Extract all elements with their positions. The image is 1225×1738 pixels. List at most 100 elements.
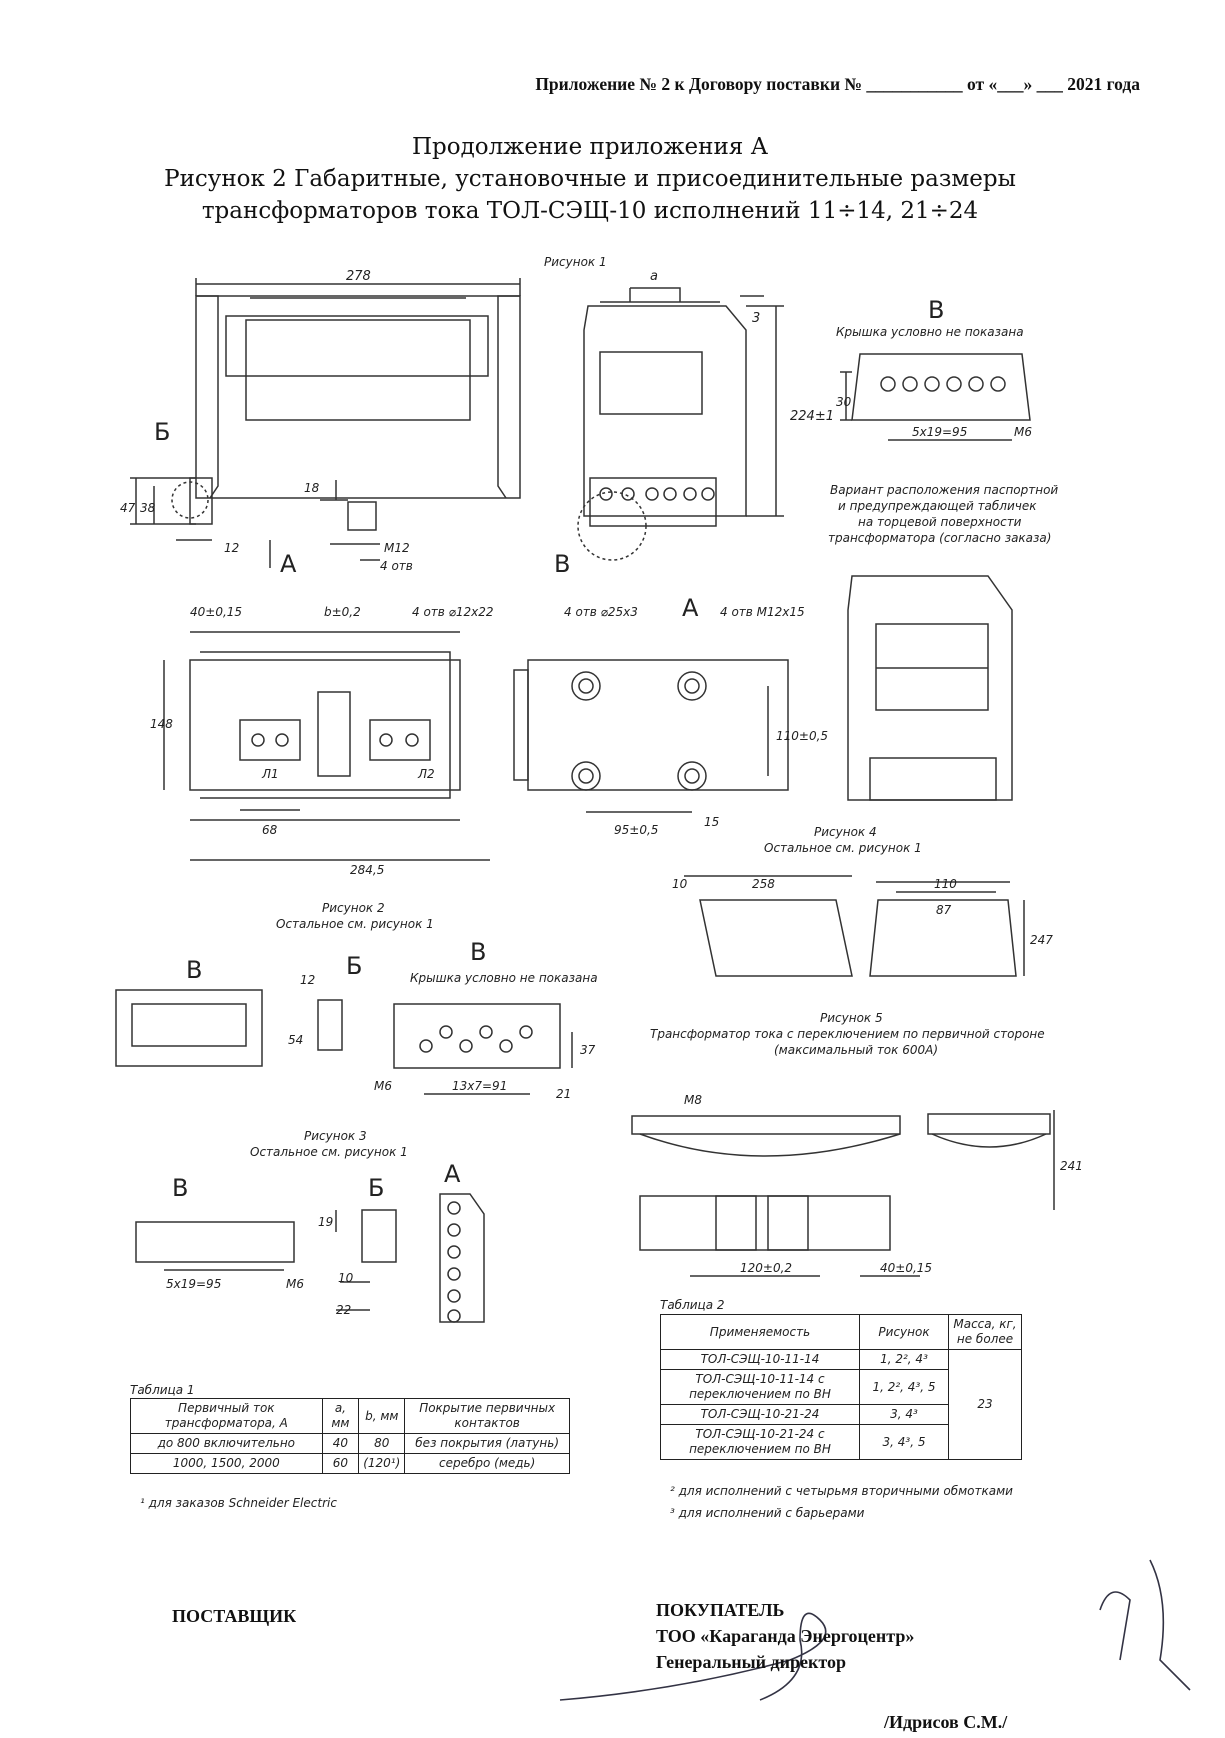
director-signature bbox=[1099, 1559, 1191, 1691]
table1-cell: серебро (медь) bbox=[404, 1453, 570, 1474]
dim-110: 110±0,5 bbox=[776, 729, 828, 743]
view-v-label: В bbox=[554, 550, 570, 578]
table1-caption: Таблица 1 bbox=[130, 1383, 195, 1397]
fig5-label: Рисунок 5 bbox=[820, 1011, 883, 1025]
buyer-signature bbox=[559, 1612, 827, 1701]
table2-note1: ² для исполнений с четырьмя вторичными о… bbox=[670, 1484, 1013, 1498]
dim-68: 68 bbox=[262, 823, 278, 837]
table1-header-cell: b, мм bbox=[358, 1398, 406, 1434]
table2: Применяемость Рисунок Масса, кг, не боле… bbox=[660, 1314, 1022, 1460]
dim-37: 37 bbox=[580, 1043, 596, 1057]
buyer-label: ПОКУПАТЕЛЬ bbox=[656, 1600, 785, 1620]
figure-title: Рисунок 2 Габаритные, установочные и при… bbox=[164, 166, 1016, 192]
dim-40: 40±0,15 bbox=[190, 605, 242, 619]
dim-2845: 284,5 bbox=[350, 863, 384, 877]
buyer-position: Генеральный директор bbox=[656, 1652, 846, 1672]
table2-cell: ТОЛ-СЭЩ-10-11-14 bbox=[660, 1349, 860, 1370]
variant-line4: трансформатора (согласно заказа) bbox=[828, 531, 1051, 545]
fig2-view-b: Б bbox=[346, 952, 362, 980]
fig4-label: Рисунок 4 bbox=[814, 825, 877, 839]
dim-110b: 110 bbox=[934, 877, 957, 891]
table1-cell: 40 bbox=[321, 1433, 360, 1454]
dim-m8: М8 bbox=[684, 1093, 702, 1107]
fig5-sub1: Трансформатор тока с переключением по пе… bbox=[650, 1027, 1045, 1041]
table-row: 1000, 1500, 2000 60 (120¹) серебро (медь… bbox=[130, 1453, 570, 1474]
fig3-view-a: А bbox=[444, 1160, 461, 1188]
supplier-label: ПОСТАВЩИК bbox=[172, 1606, 297, 1626]
dim-holes12: 4 отв ⌀12x22 bbox=[412, 605, 494, 619]
dim-95: 95±0,5 bbox=[614, 823, 658, 837]
dim-4015: 40±0,15 bbox=[880, 1261, 932, 1275]
dim-278: 278 bbox=[346, 269, 371, 284]
table1-cell: до 800 включительно bbox=[130, 1433, 323, 1454]
dim-19: 19 bbox=[318, 1215, 333, 1229]
table1-cell: 1000, 1500, 2000 bbox=[130, 1453, 323, 1474]
dim-a: a bbox=[650, 269, 658, 284]
table1-header: Первичный ток трансформатора, А a, мм b,… bbox=[130, 1398, 570, 1434]
table2-note2: ³ для исполнений с барьерами bbox=[670, 1506, 865, 1520]
dim-m12: М12 bbox=[384, 541, 410, 555]
table2-cell: ТОЛ-СЭЩ-10-11-14 с переключением по ВН bbox=[660, 1369, 860, 1405]
variant-line2: и предупреждающей табличек bbox=[838, 499, 1037, 513]
table2-header: Применяемость Рисунок Масса, кг, не боле… bbox=[660, 1314, 1022, 1350]
dim-258: 258 bbox=[752, 877, 775, 891]
dim-38: 38 bbox=[140, 501, 156, 515]
fig1-label: Рисунок 1 bbox=[544, 255, 607, 269]
table2-header-cell: Масса, кг, не более bbox=[948, 1314, 1022, 1350]
dim-3: 3 bbox=[752, 311, 760, 326]
fig3-view-v: В bbox=[172, 1174, 188, 1202]
dim-87: 87 bbox=[936, 903, 952, 917]
variant-line3: на торцевой поверхности bbox=[858, 515, 1022, 529]
dim-m6b: М6 bbox=[374, 1079, 392, 1093]
table2-header-cell: Применяемость bbox=[660, 1314, 860, 1350]
dim-12b: 12 bbox=[300, 973, 315, 987]
table1-cell: 80 bbox=[358, 1433, 406, 1454]
fig3-sub: Остальное см. рисунок 1 bbox=[250, 1145, 408, 1159]
dim-5x19: 5x19=95 bbox=[912, 425, 967, 439]
view-a-label: А bbox=[280, 550, 297, 578]
table2-cell: ТОЛ-СЭЩ-10-21-24 bbox=[660, 1404, 860, 1425]
figure-subtitle: трансформаторов тока ТОЛ-СЭЩ-10 исполнен… bbox=[201, 198, 979, 224]
table2-cell: 3, 4³, 5 bbox=[859, 1424, 949, 1460]
table1-header-cell: a, мм bbox=[321, 1398, 360, 1434]
dim-holes25: 4 отв ⌀25x3 bbox=[564, 605, 638, 619]
table2-cell: ТОЛ-СЭЩ-10-21-24 с переключением по ВН bbox=[660, 1424, 860, 1460]
view-b-label: Б bbox=[154, 418, 170, 446]
dim-m6: М6 bbox=[1014, 425, 1032, 439]
table2-mass-cell: 23 bbox=[948, 1349, 1022, 1460]
appendix-title: Продолжение приложения А bbox=[411, 134, 769, 160]
view-v-top-label: В bbox=[928, 296, 944, 324]
dim-5x19b: 5x19=95 bbox=[166, 1277, 221, 1291]
table1-cell: 60 bbox=[321, 1453, 360, 1474]
table2-cell: 1, 2², 4³ bbox=[859, 1349, 949, 1370]
table2-cell: 1, 2², 4³, 5 bbox=[859, 1369, 949, 1405]
table2-cell: 3, 4³ bbox=[859, 1404, 949, 1425]
table-row: до 800 включительно 40 80 без покрытия (… bbox=[130, 1433, 570, 1454]
dim-m6c: М6 bbox=[286, 1277, 304, 1291]
dim-15: 15 bbox=[704, 815, 719, 829]
terminal-l1: Л1 bbox=[261, 767, 279, 781]
buyer-signer: /Идрисов С.М./ bbox=[884, 1712, 1008, 1732]
dim-120: 120±0,2 bbox=[740, 1261, 792, 1275]
fig3-view-b: Б bbox=[368, 1174, 384, 1202]
dim-4otv: 4 отв bbox=[380, 559, 413, 573]
fig2-cover-note: Крышка условно не показана bbox=[410, 971, 598, 985]
fig2-sub: Остальное см. рисунок 1 bbox=[276, 917, 434, 931]
dim-224: 224±1 bbox=[790, 409, 834, 424]
document-header: Приложение № 2 к Договору поставки № ___… bbox=[535, 74, 1140, 94]
table1-header-cell: Первичный ток трансформатора, А bbox=[130, 1398, 323, 1434]
fig4-sub: Остальное см. рисунок 1 bbox=[764, 841, 922, 855]
dim-10b: 10 bbox=[338, 1271, 354, 1285]
variant-line1: Вариант расположения паспортной bbox=[830, 483, 1058, 497]
fig2-view-v: В bbox=[186, 956, 202, 984]
dim-30: 30 bbox=[836, 395, 852, 409]
dim-12: 12 bbox=[224, 541, 239, 555]
fig2-label: Рисунок 2 bbox=[322, 901, 385, 915]
fig2-view-v2: В bbox=[470, 938, 486, 966]
dim-holesm12: 4 отв М12x15 bbox=[720, 605, 805, 619]
dim-21: 21 bbox=[556, 1087, 571, 1101]
table-row: ТОЛ-СЭЩ-10-21-24 с переключением по ВН 3… bbox=[660, 1424, 1022, 1460]
table2-header-cell: Рисунок bbox=[859, 1314, 949, 1350]
dim-18: 18 bbox=[304, 481, 320, 495]
